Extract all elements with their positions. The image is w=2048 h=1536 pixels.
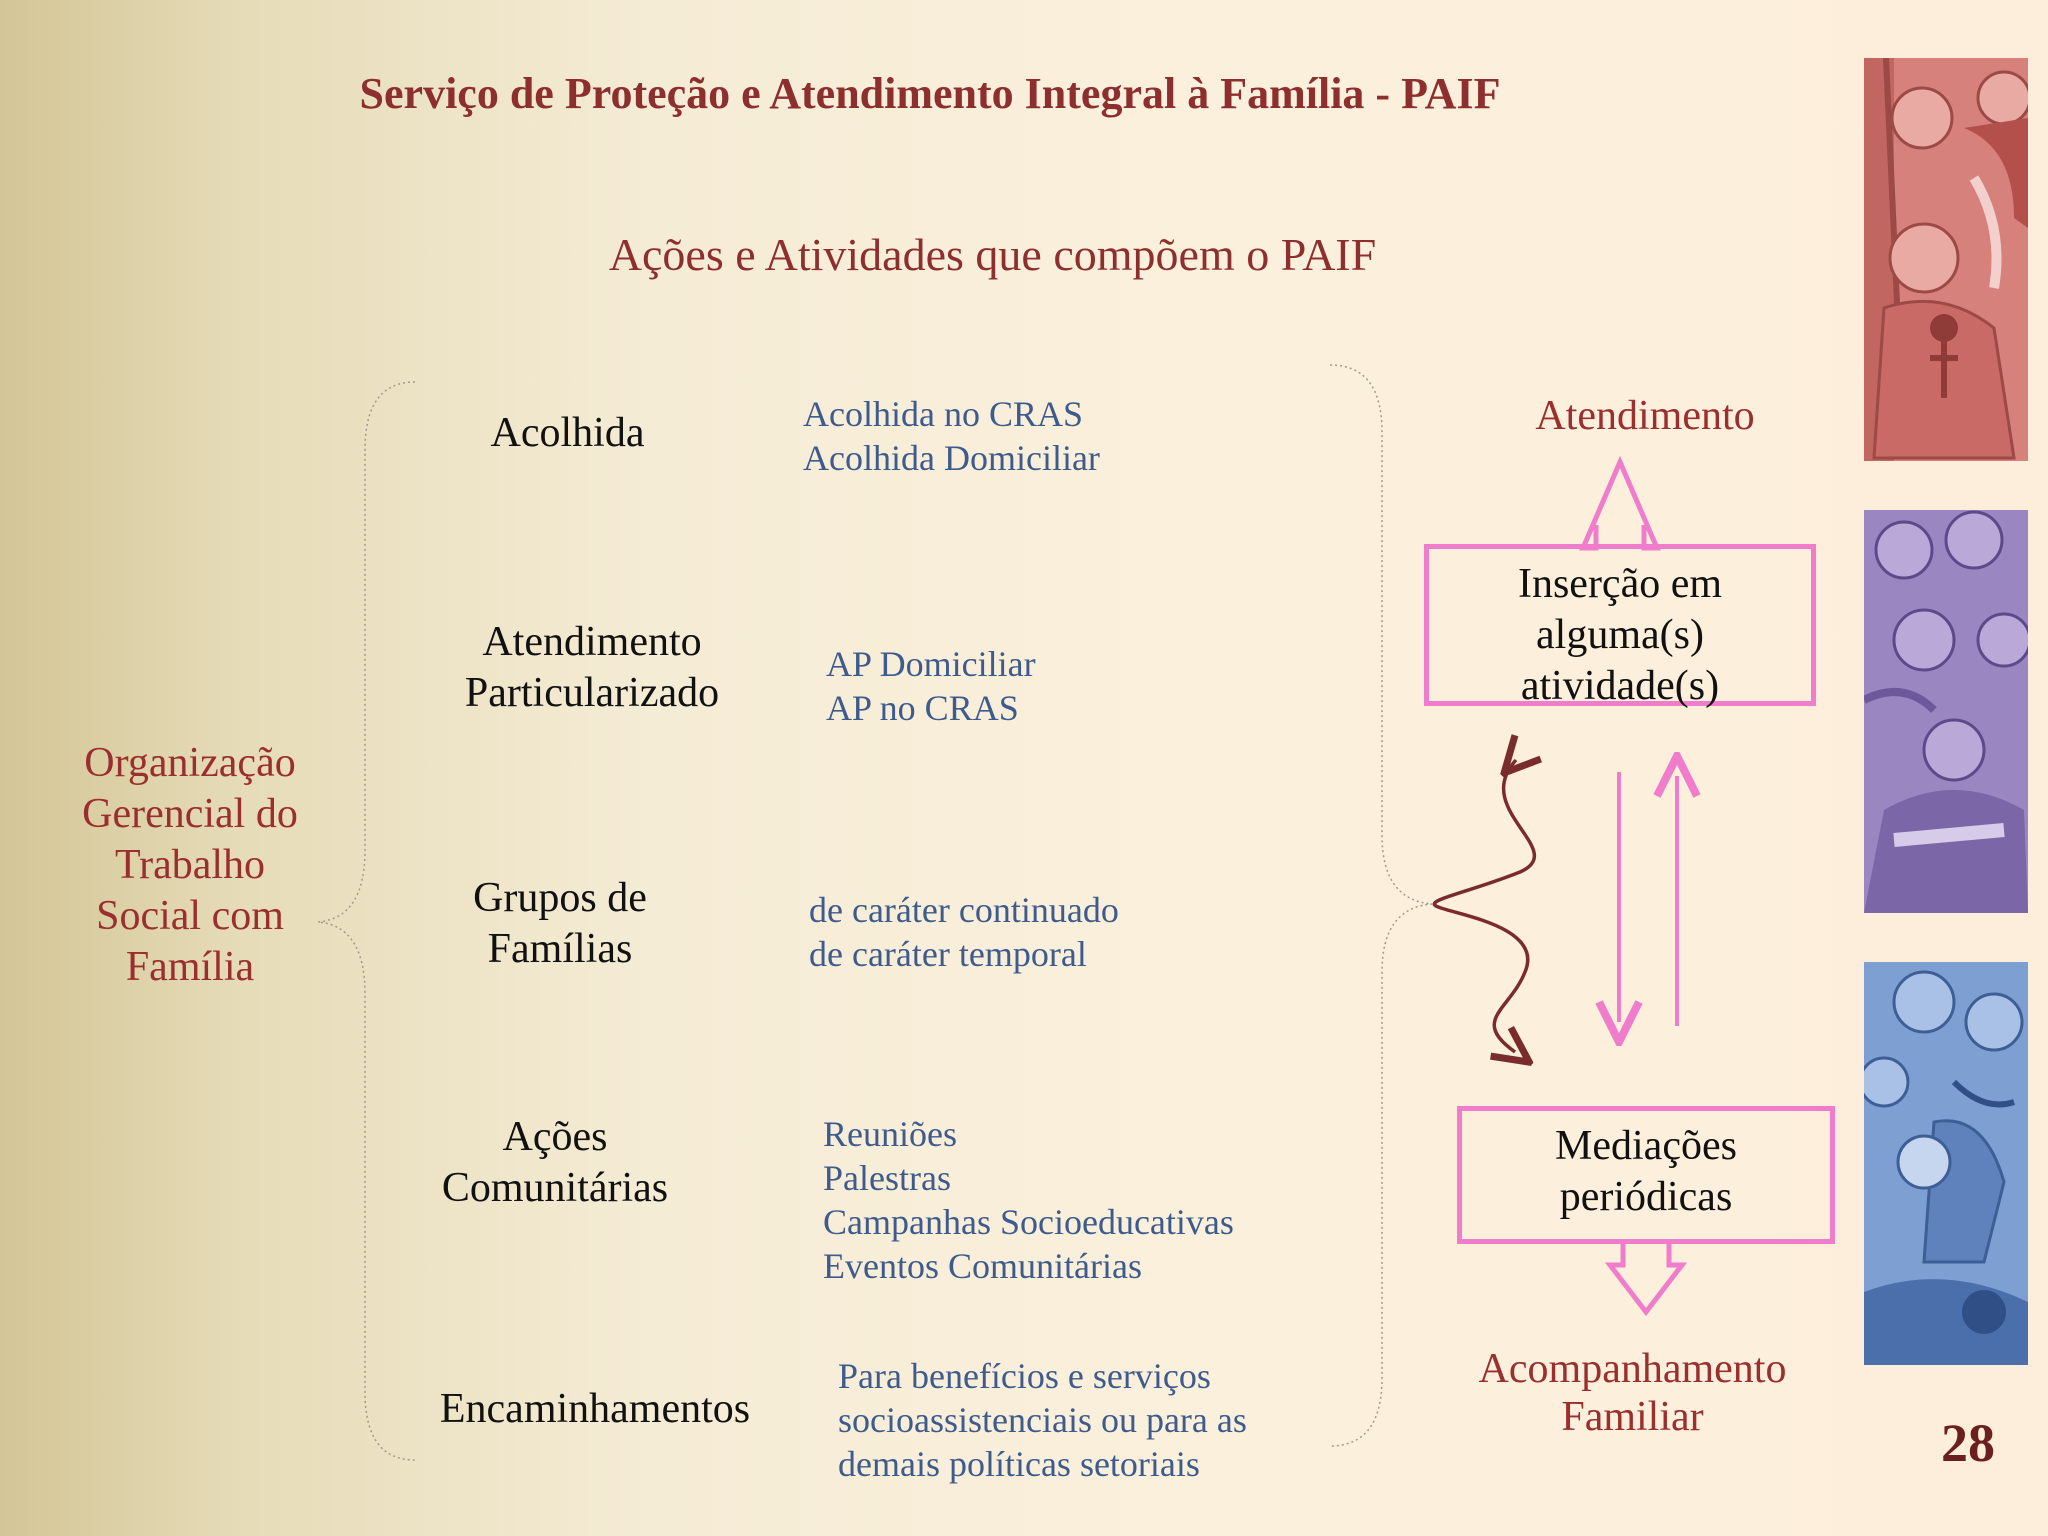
detail-line: Campanhas Socioeducativas xyxy=(823,1202,1234,1242)
atendimento-label: Atendimento xyxy=(1535,393,1755,439)
mediacoes-box-line: periódicas xyxy=(1559,1174,1733,1220)
detail-line: de caráter temporal xyxy=(809,934,1087,974)
detail-line: Para benefícios e serviços xyxy=(838,1356,1211,1396)
slide-subtitle: Ações e Atividades que compõem o PAIF xyxy=(608,229,1377,280)
page-number: 28 xyxy=(1941,1413,1995,1473)
activity-name-line: Atendimento xyxy=(482,619,702,665)
detail-line: Eventos Comunitárias xyxy=(823,1246,1142,1286)
detail-line: Reuniões xyxy=(823,1114,957,1154)
activity-encaminhamentos: Encaminhamentos xyxy=(410,1384,780,1435)
activity-name-line: Grupos de xyxy=(473,875,647,921)
wavy-connector xyxy=(1432,760,1534,1052)
slide-title: Serviço de Proteção e Atendimento Integr… xyxy=(359,69,1501,118)
activity-details-acoes-comunitarias: Reuniões Palestras Campanhas Socioeducat… xyxy=(823,1112,1234,1288)
insercao-box-line: Inserção em xyxy=(1517,561,1723,607)
art-panel-blue xyxy=(1864,962,2028,1365)
organization-label-line: Gerencial do xyxy=(82,791,298,837)
activity-acolhida: Acolhida xyxy=(470,408,665,459)
acompanhamento-label-line: Acompanhamento xyxy=(1478,1346,1787,1392)
art-panel-purple xyxy=(1864,510,2028,913)
insercao-box-line: atividade(s) xyxy=(1520,663,1720,709)
activity-name-line: Encaminhamentos xyxy=(439,1386,751,1432)
activity-name-line: Acolhida xyxy=(490,410,645,456)
art-panel-red xyxy=(1864,58,2028,461)
activity-grupos-de-familias: Grupos de Famílias xyxy=(440,873,680,975)
up-hollow-arrow xyxy=(1579,455,1661,551)
detail-line: Palestras xyxy=(823,1158,951,1198)
activity-name-line: Comunitárias xyxy=(441,1165,669,1211)
detail-line: AP Domiciliar xyxy=(826,644,1036,684)
right-brace xyxy=(1329,364,1433,1447)
detail-line: Acolhida no CRAS xyxy=(803,394,1084,434)
insercao-box-line: alguma(s) xyxy=(1536,612,1704,658)
activity-details-grupos-de-familias: de caráter continuado de caráter tempora… xyxy=(809,888,1119,976)
activity-name-line: Ações xyxy=(502,1114,608,1160)
organization-label-line: Organização xyxy=(84,740,296,786)
activity-details-encaminhamentos: Para benefícios e serviços socioassisten… xyxy=(838,1354,1247,1486)
detail-line: Acolhida Domiciliar xyxy=(803,438,1100,478)
mediacoes-box-line: Mediações xyxy=(1555,1123,1737,1169)
acompanhamento-label: Acompanhamento Familiar xyxy=(1445,1345,1820,1441)
activity-atendimento-particularizado: Atendimento Particularizado xyxy=(432,617,752,719)
detail-line: AP no CRAS xyxy=(826,688,1019,728)
acompanhamento-label-line: Familiar xyxy=(1561,1394,1704,1440)
mediacoes-box: Mediações periódicas xyxy=(1457,1106,1835,1244)
organization-label: Organização Gerencial do Trabalho Social… xyxy=(40,738,340,993)
activity-acoes-comunitarias: Ações Comunitárias xyxy=(415,1112,695,1214)
insercao-box: Inserção em alguma(s) atividade(s) xyxy=(1424,544,1816,709)
organization-label-line: Social com xyxy=(96,893,284,939)
organization-label-line: Família xyxy=(125,944,255,990)
down-hollow-arrow xyxy=(1604,1243,1688,1317)
detail-line: demais políticas setoriais xyxy=(838,1444,1200,1484)
detail-line: socioassistenciais ou para as xyxy=(838,1400,1247,1440)
activity-name-line: Particularizado xyxy=(464,670,720,716)
activity-details-acolhida: Acolhida no CRAS Acolhida Domiciliar xyxy=(803,392,1100,480)
activity-details-atendimento-particularizado: AP Domiciliar AP no CRAS xyxy=(826,642,1036,730)
left-brace xyxy=(317,381,416,1461)
detail-line: de caráter continuado xyxy=(809,890,1119,930)
activity-name-line: Famílias xyxy=(487,926,633,972)
organization-label-line: Trabalho xyxy=(114,842,266,888)
